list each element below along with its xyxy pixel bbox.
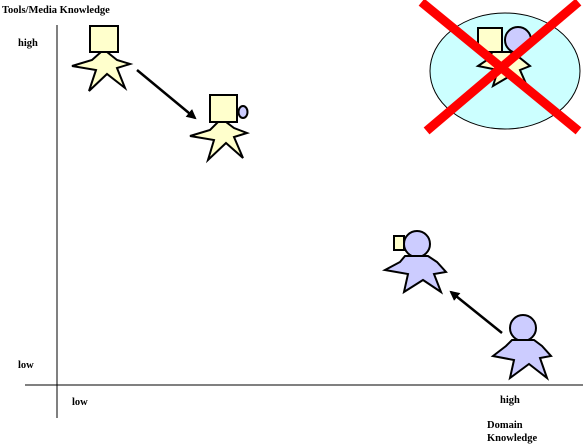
square-head-icon (89, 25, 119, 53)
cross-out-stroke-2 (423, 0, 582, 135)
tool-expert-learning-figure (189, 94, 251, 164)
star-body-icon (189, 121, 251, 164)
x-high-label: high (500, 395, 520, 406)
learning-arrow-domain (449, 290, 503, 334)
small-square-head-icon (393, 235, 405, 251)
y-high-label: high (18, 38, 38, 49)
y-axis-title: Tools/Media Knowledge (2, 5, 110, 16)
ideal-both-figure (418, 0, 582, 135)
star-body-icon (381, 255, 448, 295)
star-body-icon (71, 51, 134, 92)
square-head-icon (209, 94, 238, 123)
x-axis-title-line2: Knowledge (487, 433, 538, 444)
x-axis-title-line1: Domain (487, 420, 523, 431)
x-low-label: low (72, 397, 88, 408)
circle-head-icon (509, 314, 537, 342)
circle-head-icon (403, 230, 431, 258)
domain-expert-figure (490, 314, 553, 381)
star-body-icon (490, 339, 553, 381)
tool-expert-figure (71, 25, 134, 92)
y-low-label: low (18, 360, 34, 371)
small-circle-head-icon (237, 105, 249, 119)
learning-arrow-tools (136, 69, 197, 120)
domain-expert-learning-figure (381, 230, 448, 295)
